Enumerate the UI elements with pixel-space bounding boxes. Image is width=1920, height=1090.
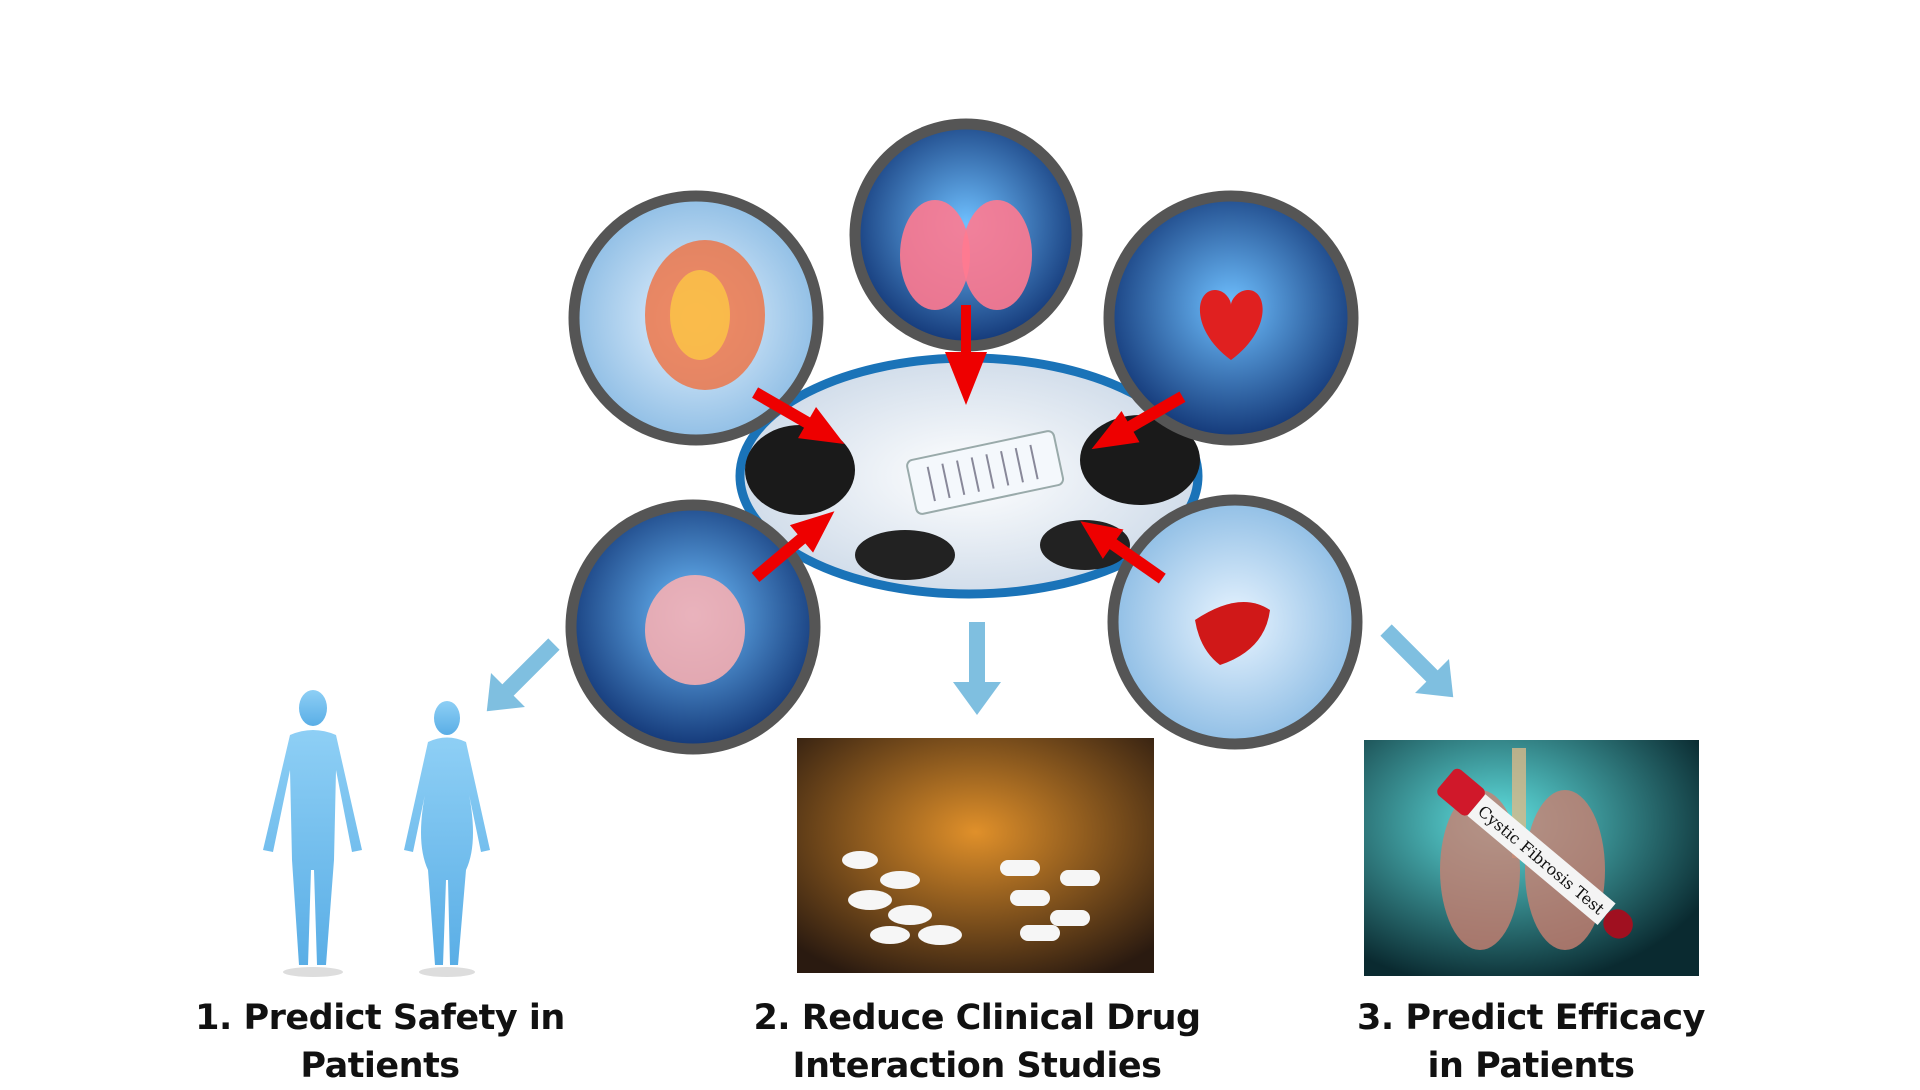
kidney-circle	[568, 190, 824, 446]
outcome-label-interaction: 2. Reduce Clinical Drug Interaction Stud…	[717, 994, 1237, 1090]
outcome-line: in Patients	[1427, 1046, 1635, 1086]
outcome-line: Interaction Studies	[792, 1046, 1162, 1086]
outcome-line: 3. Predict Efficacy	[1357, 998, 1706, 1038]
human-figures	[263, 690, 490, 977]
liver-icon	[1195, 602, 1270, 665]
outcome-line: 1. Predict Safety in	[195, 998, 565, 1038]
red-arrows	[751, 305, 1186, 584]
outcome-line: Patients	[300, 1046, 460, 1086]
red-arrow-liver	[1080, 521, 1166, 584]
male-figure-icon	[263, 690, 362, 965]
outcome-label-safety: 1. Predict Safety in Patients	[120, 994, 640, 1090]
gloved-hand-left	[745, 425, 855, 515]
pill-bottles-image	[797, 738, 1154, 973]
intestine-circle	[565, 499, 821, 755]
lungs-circle	[849, 118, 1083, 352]
blue-arrow-safety	[486, 638, 560, 712]
microfluidic-chip	[906, 430, 1065, 515]
red-arrow-lungs	[945, 305, 987, 405]
red-arrow-intestine	[751, 511, 835, 583]
red-arrow-heart	[1091, 391, 1186, 450]
blue-arrow-interaction	[953, 622, 1001, 715]
lungs-icon	[900, 200, 970, 310]
heart-icon	[1199, 290, 1263, 360]
blue-arrow-efficacy	[1380, 624, 1454, 698]
outcome-label-efficacy: 3. Predict Efficacy in Patients	[1271, 994, 1791, 1090]
cystic-fibrosis-test-image: Cystic Fibrosis Test	[1364, 740, 1699, 976]
female-figure-icon	[404, 701, 490, 965]
liver-circle	[1107, 494, 1363, 750]
intestine-icon	[645, 575, 745, 685]
red-arrow-kidney	[752, 387, 845, 445]
heart-circle	[1103, 190, 1359, 446]
outcome-line: 2. Reduce Clinical Drug	[753, 998, 1201, 1038]
